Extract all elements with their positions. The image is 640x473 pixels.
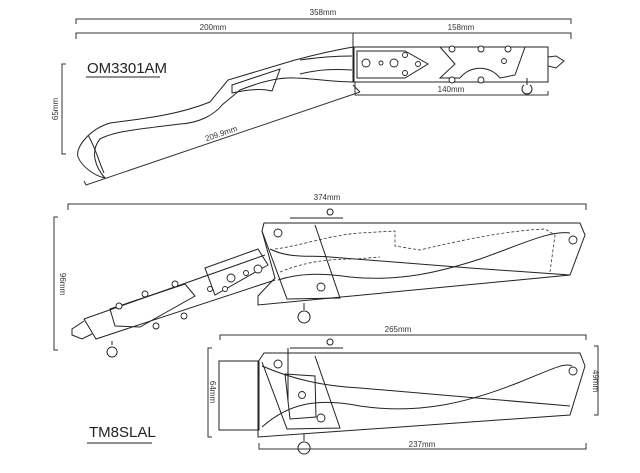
dimension-sheath-body-length: 237mm — [258, 440, 587, 450]
dimension-label: 96mm — [58, 273, 67, 296]
knife-om3301am: 358mm 200mm 158mm OM3301AM 65mm — [51, 8, 572, 186]
dimension-grip-length: 140mm — [354, 82, 549, 96]
lanyard-ring — [297, 303, 311, 324]
dimension-label: 200mm — [200, 23, 227, 32]
dimension-label: 237mm — [409, 440, 436, 449]
pommel-tip — [547, 55, 565, 69]
sheath — [218, 338, 586, 455]
lanyard-ring — [521, 78, 533, 95]
pommel-tip — [71, 320, 93, 340]
dimension-label: 64mm — [208, 381, 217, 404]
dimension-overall-length: 374mm — [67, 193, 587, 210]
model-label: TM8SLAL — [89, 424, 156, 441]
dimension-sheath-height-right: 49mm — [591, 345, 600, 416]
dimension-sheath-height-left: 64mm — [207, 347, 217, 438]
model-label: OM3301AM — [87, 60, 167, 77]
dimension-label: 374mm — [314, 193, 341, 202]
dimension-label: 358mm — [310, 8, 337, 17]
dimension-edge-length: 209.9mm — [83, 91, 361, 186]
handle — [353, 45, 565, 95]
dimension-height: 96mm — [53, 216, 67, 351]
dimension-height: 65mm — [51, 63, 66, 155]
sheathed-knife — [257, 208, 586, 324]
dimension-blade-length: 200mm 158mm — [75, 23, 572, 49]
dimension-label: 49mm — [591, 370, 600, 393]
knife-tm8slal: 374mm 96mm — [53, 193, 600, 455]
blade — [77, 46, 361, 179]
lanyard-ring — [106, 341, 118, 358]
dimension-label: 65mm — [51, 98, 60, 121]
dimension-label: 140mm — [438, 85, 465, 94]
handle — [71, 248, 276, 358]
dimension-label: 209.9mm — [204, 124, 239, 143]
dimension-label: 265mm — [385, 325, 412, 334]
dimension-label: 158mm — [448, 23, 475, 32]
dimension-sheath-length: 265mm — [219, 325, 587, 340]
dimension-overall-length: 358mm — [75, 8, 572, 24]
